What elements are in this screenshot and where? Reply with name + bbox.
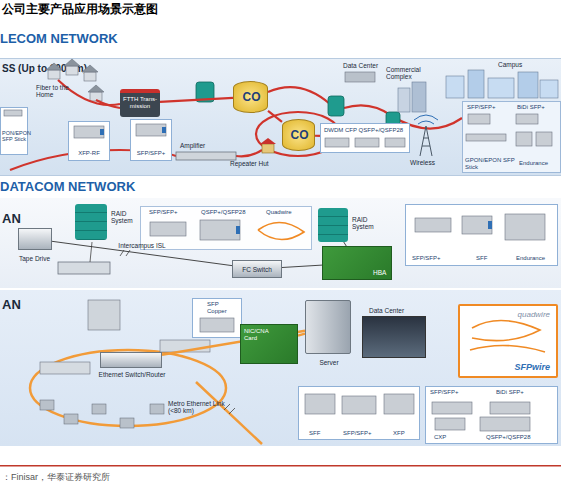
annotation-label: Wireless [410,159,435,166]
source-caption: ：Finisar，华泰证券研究所 [2,472,110,482]
node-text: SFP Copper [207,301,239,315]
node-text: SFF [309,430,320,437]
node-text: PON/EPON SFP Stick [2,130,28,142]
node-text: SFP/SFP+ [343,430,372,437]
annotation-label: Commercial Complex [386,66,430,81]
logo-box: quadwireSFPwire [458,304,558,378]
node-text: BiDi SFP+ [496,389,524,396]
raid-system: RAID System [75,204,107,240]
node-text: NIC/CNA Card [244,328,274,342]
node-text: AN [2,212,21,227]
san-panel: ANRAID SystemTape DriveSFP/SFP+QSFP+/QSF… [0,198,561,288]
central-office: CO [233,81,268,113]
annotation-label: DATACOM NETWORK [0,180,135,195]
node-text: QSFP+/QSFP28 [201,209,246,216]
node-text: CXP [434,434,446,441]
annotation-label: Metro Ethernet Link (<80 km) [168,400,230,415]
node-text: CO [283,129,316,143]
node-text: XFP-RF [69,150,109,157]
hba-card: HBA [322,246,392,280]
product-box: SFP/SFP+ BiDi SFP+ CXP QSFP+/QSFP28 [425,386,558,444]
ethernet-switch: Ethernet Switch/Router [100,352,162,368]
node-text: QSFP+/QSFP28 [486,434,531,441]
server: Server [305,300,351,354]
node-text: FTTH Trans-mission [122,96,158,110]
node-text: quadwire [518,310,550,319]
tape-drive: Tape Drive [18,228,52,250]
node-text: SFF [476,255,487,262]
node-text: Tape Drive [19,255,50,262]
node-text: AN [2,298,21,313]
node-text: FC Switch [233,266,281,273]
node-text: Data Center [369,307,404,314]
node-text: XFP [393,430,405,437]
node-text: SFP/SFP+ [412,255,441,262]
nic-card: NIC/CNA Card [240,324,298,364]
amplifier [176,152,236,160]
node-text: Server [306,359,352,366]
node-text: SFP/SFP+ [467,104,496,111]
node-text: SFP/SFP+ [430,389,459,396]
node-text: SFP/SFP+ [149,209,178,216]
rule-line [0,465,561,467]
annotation-label: Data Center [343,62,378,69]
fc-switch: FC Switch [232,260,282,278]
node-text: RAID System [111,210,141,225]
node-text: DWDM CFP QSFP+/QSFP28 [324,127,403,134]
node-text: CO [234,91,269,105]
annotation-label: LECOM NETWORK [0,32,118,47]
node-text: BiDi SFP+ [517,104,545,111]
transmission-box: FTTH Trans-mission [120,89,160,117]
annotation-label: Amplifier [180,142,205,149]
page-title: 公司主要产品应用场景示意图 [2,3,158,17]
connector-label: Intercampus ISL [118,242,165,249]
annotation-label: Campus [498,61,522,68]
node-text: GPON/EPON SFP Stick [465,157,515,171]
annotation-label: Fiber to the Home [36,84,72,99]
node-text: Endurance [516,255,545,262]
node-text: SFPwire [514,362,550,372]
node-text: HBA [373,269,386,276]
data-center-device [345,72,375,82]
raid-system: RAID System [318,208,348,242]
node-text: Endurance [519,160,548,167]
node-text: Quadwire [266,209,292,216]
node-text: RAID System [352,216,382,231]
node-text: Ethernet Switch/Router [95,371,169,378]
annotation-label: Repeater Hut [230,160,269,167]
node-text: SFP/SFP+ [131,150,171,157]
data-center: Data Center [362,316,426,358]
central-office: CO [282,119,315,151]
